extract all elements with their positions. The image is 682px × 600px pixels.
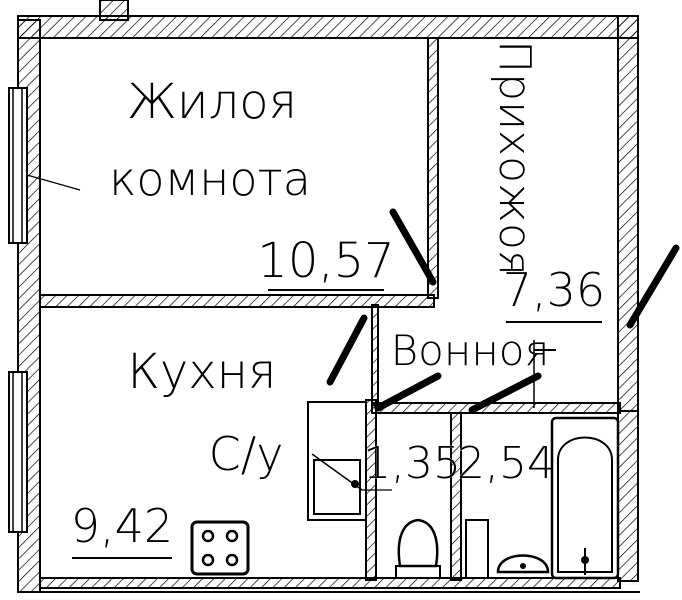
bath-area-label: Вонноя xyxy=(390,326,556,408)
living-room-area: 10,57 xyxy=(257,233,394,289)
kitchen-name: Кухня xyxy=(128,344,277,400)
bathroom-area: 2,54 xyxy=(457,438,555,489)
door-marks xyxy=(326,208,680,414)
hallway-name: Прихожоя xyxy=(489,40,540,276)
washbasin-icon xyxy=(465,519,550,579)
kitchen-sub: С/у xyxy=(209,427,284,481)
toilet-icon xyxy=(395,518,441,579)
bathroom: 2,54 xyxy=(457,438,555,490)
stove-icon xyxy=(190,520,250,576)
hallway: Прихожоя 7,36 xyxy=(489,40,605,323)
hallway-area: 7,36 xyxy=(503,263,605,317)
kitchen-area: 9,42 xyxy=(71,499,173,553)
living-room-name-line2: комнота xyxy=(109,152,311,206)
bathtub-icon xyxy=(550,416,620,580)
windows xyxy=(8,87,81,533)
wc-area: 1,35 xyxy=(363,438,461,489)
living-room-name-line1: Жилоя xyxy=(127,74,297,130)
kitchen: Кухня С/у 9,42 xyxy=(71,344,284,559)
bath-name: Вонноя xyxy=(391,326,550,375)
living-room: Жилоя комнота 10,57 xyxy=(109,74,395,291)
wc: 1,35 xyxy=(363,438,461,490)
sink-icon xyxy=(307,401,392,521)
